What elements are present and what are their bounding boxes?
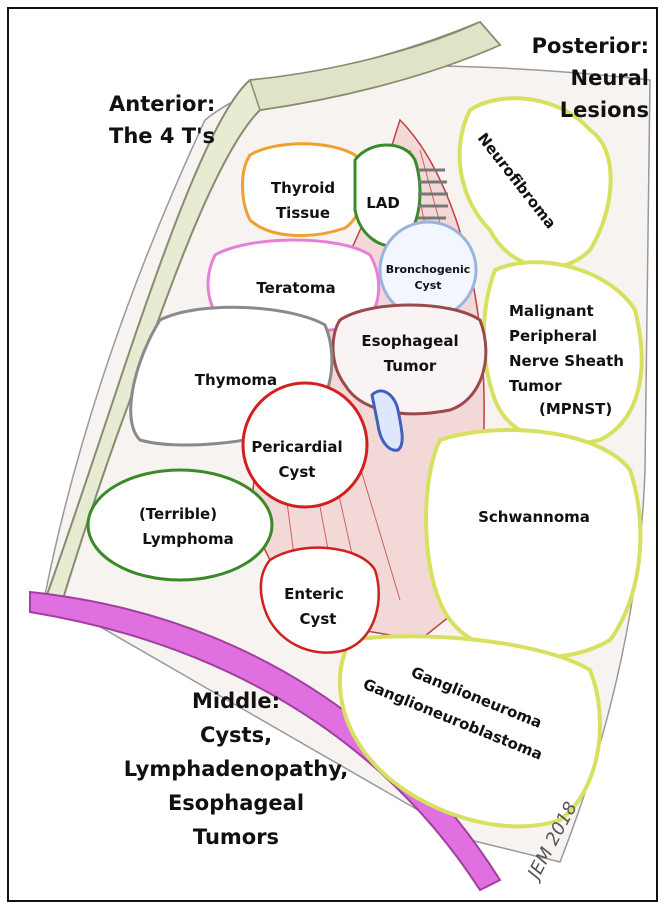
region-middle-line1: Middle: bbox=[192, 689, 280, 713]
region-anterior-line1: Anterior: bbox=[109, 92, 215, 116]
region-anterior-line2: The 4 T's bbox=[109, 124, 215, 148]
enteric-label-line1: Enteric bbox=[284, 585, 344, 603]
enteric-label-line2: Cyst bbox=[300, 610, 337, 628]
region-posterior-line1: Posterior: bbox=[532, 34, 649, 58]
region-posterior-line3: Lesions bbox=[560, 98, 649, 122]
lad-label: LAD bbox=[366, 194, 400, 212]
mpnst-label-line4: Tumor bbox=[509, 377, 562, 395]
mpnst-label-line3: Nerve Sheath bbox=[509, 352, 624, 370]
lymphoma-lesion bbox=[88, 470, 272, 580]
lymphoma-label-line2: Lymphoma bbox=[142, 530, 233, 548]
mpnst-label-line1: Malignant bbox=[509, 302, 594, 320]
schwannoma-label: Schwannoma bbox=[478, 508, 590, 526]
region-middle-line5: Tumors bbox=[193, 825, 279, 849]
pericardial-label-line2: Cyst bbox=[279, 463, 316, 481]
thymoma-label: Thymoma bbox=[195, 371, 277, 389]
bronchogenic-label-line2: Cyst bbox=[414, 279, 441, 292]
region-middle-line2: Cysts, bbox=[200, 723, 272, 747]
thyroid-label-line1: Thyroid bbox=[271, 179, 335, 197]
lymphoma-label-line1: (Terrible) bbox=[139, 505, 217, 523]
pericardial-label-line1: Pericardial bbox=[251, 438, 342, 456]
mpnst-label-line5: (MPNST) bbox=[539, 400, 612, 418]
schwannoma-lesion bbox=[426, 430, 640, 657]
region-posterior-line2: Neural bbox=[571, 66, 650, 90]
region-middle-line4: Esophageal bbox=[168, 791, 304, 815]
esophageal-label-line1: Esophageal bbox=[361, 332, 458, 350]
mpnst-label-line2: Peripheral bbox=[509, 327, 597, 345]
region-middle-line3: Lymphadenopathy, bbox=[124, 757, 349, 781]
bronchogenic-label-line1: Bronchogenic bbox=[386, 263, 471, 276]
esophageal-label-line2: Tumor bbox=[384, 357, 437, 375]
thyroid-label-line2: Tissue bbox=[276, 204, 330, 222]
teratoma-label: Teratoma bbox=[256, 279, 335, 297]
